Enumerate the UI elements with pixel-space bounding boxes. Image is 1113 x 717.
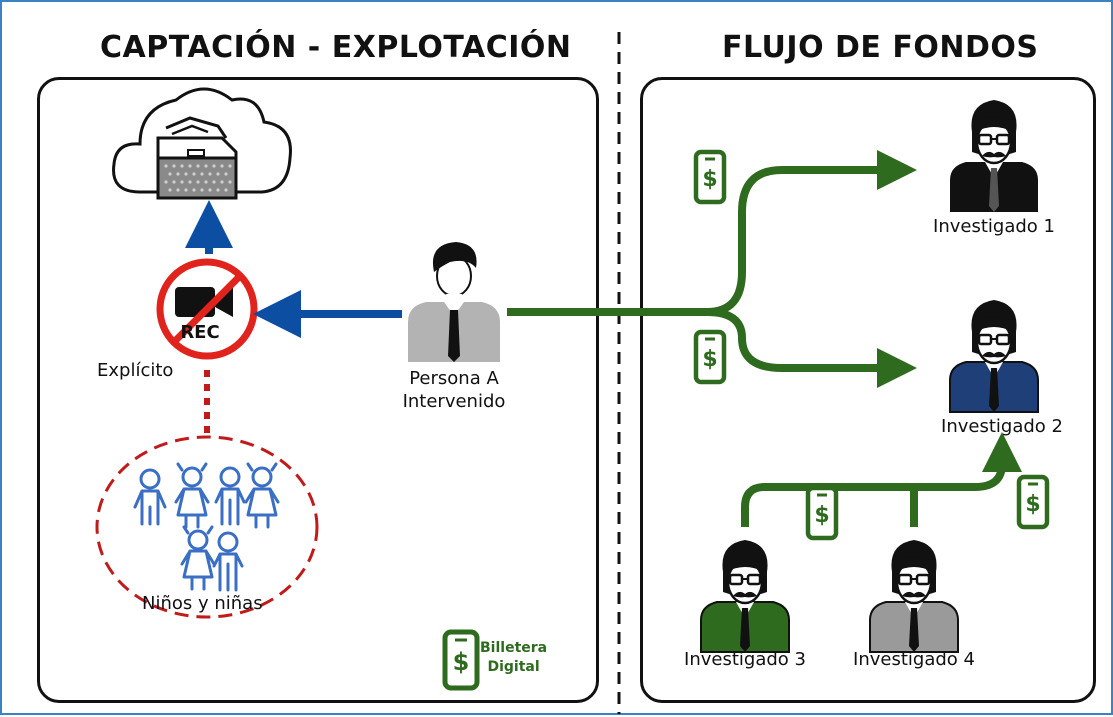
wallet-phone-icon: $	[693, 149, 727, 205]
wallet-phone-icon: $	[1016, 474, 1050, 530]
prohibited-camera-icon	[156, 258, 258, 360]
flow-from-investigado-3	[741, 432, 1022, 527]
legend-line2: Digital	[487, 658, 540, 675]
svg-text:$: $	[702, 167, 717, 192]
legend-label: Billetera Digital	[480, 639, 547, 677]
person-icon	[408, 242, 500, 362]
wallet-phone-icon: $	[442, 629, 480, 691]
persona-a-label: Persona A Intervenido	[403, 368, 506, 413]
left-panel-title: CAPTACIÓN - EXPLOTACIÓN	[100, 30, 572, 65]
svg-text:$: $	[702, 347, 717, 372]
wallet-phone-icon: $	[805, 485, 839, 541]
right-panel-title: FLUJO DE FONDOS	[722, 30, 1039, 65]
svg-text:$: $	[453, 648, 470, 676]
explicit-label: Explícito	[97, 360, 174, 381]
flow-to-investigado-2	[706, 308, 917, 388]
svg-text:$: $	[1025, 492, 1040, 517]
cloud-archive-icon	[112, 87, 292, 200]
children-circle	[95, 435, 319, 619]
investigado-3-label: Investigado 3	[684, 649, 806, 670]
children-label: Niños y niñas	[142, 593, 263, 614]
detective-icon	[700, 538, 790, 653]
persona-a-line2: Intervenido	[402, 390, 506, 412]
detective-icon	[949, 298, 1039, 413]
investigado-1-label: Investigado 1	[933, 216, 1055, 237]
children-group-icon	[133, 462, 280, 592]
legend-line1: Billetera	[480, 640, 548, 656]
wallet-phone-icon: $	[693, 329, 727, 385]
investigado-4-label: Investigado 4	[853, 649, 975, 670]
svg-text:$: $	[814, 503, 829, 528]
detective-icon	[950, 98, 1038, 212]
investigado-2-label: Investigado 2	[941, 416, 1063, 437]
detective-icon	[869, 538, 959, 653]
rec-label: REC	[180, 322, 219, 343]
persona-a-line1: Persona A	[409, 368, 499, 389]
